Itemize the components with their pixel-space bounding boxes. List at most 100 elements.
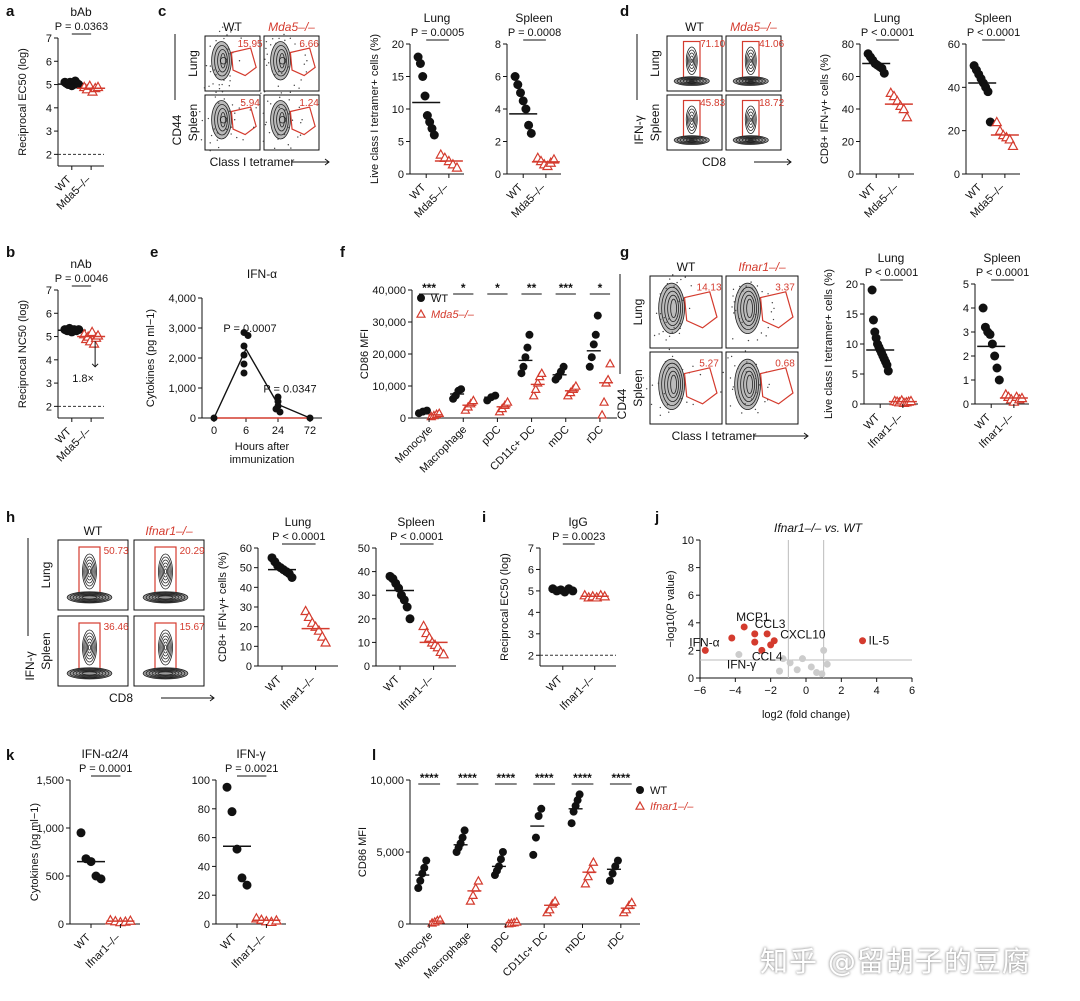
event-dot: [659, 414, 662, 417]
event-dot: [755, 377, 757, 380]
data-point: [525, 330, 534, 339]
event-dot: [271, 38, 274, 40]
x-tick-label: 4: [874, 685, 880, 697]
p-value: P = 0.0001: [79, 763, 132, 775]
data-point: [1007, 140, 1019, 151]
panel-label: g: [620, 244, 629, 261]
density-contour: [151, 669, 180, 678]
event-dot: [659, 318, 662, 321]
gate: [683, 291, 718, 329]
y-tick-label: 30: [358, 590, 370, 602]
density-contour: [78, 594, 101, 601]
significance-stars: *: [598, 281, 603, 295]
x-tick-label: −6: [694, 685, 707, 697]
significance-stars: **: [527, 281, 537, 295]
data-point: [470, 882, 481, 892]
y-tick-label: 60: [198, 833, 210, 845]
data-point: [422, 856, 431, 865]
data-point: [529, 850, 538, 859]
event-dot: [678, 375, 681, 377]
event-dot: [668, 348, 671, 351]
event-dot: [739, 285, 741, 288]
y-tick-label: 0: [190, 413, 196, 425]
data-point: [994, 375, 1004, 385]
event-dot: [262, 112, 265, 115]
event-dot: [767, 293, 769, 295]
y-tick-label: 6: [528, 564, 534, 576]
event-dot: [727, 357, 729, 359]
y-tick-label: 4: [688, 618, 694, 630]
event-dot: [748, 320, 750, 322]
x-tick-label: 2: [838, 685, 844, 697]
p-value: P < 0.0001: [865, 267, 918, 279]
density-contour: [661, 362, 683, 406]
event-dot: [288, 126, 290, 129]
y-tick-label: 40,000: [372, 285, 406, 297]
event-dot: [280, 92, 283, 94]
density-contour: [747, 52, 755, 69]
density-contour: [749, 117, 752, 122]
event-dot: [216, 132, 219, 134]
y-axis-label: CD8+ IFN-γ+ cells (%): [819, 54, 831, 164]
event-dot: [273, 147, 276, 150]
density-contour: [81, 671, 98, 676]
data-point: [222, 782, 232, 792]
data-point: [240, 351, 248, 359]
density-contour: [148, 593, 183, 602]
density-contour: [164, 568, 167, 575]
event-dot: [722, 371, 724, 374]
y-tick-label: 15: [392, 72, 404, 84]
data-point: [502, 396, 513, 406]
event-dot: [657, 382, 660, 384]
event-dot: [278, 106, 280, 108]
y-tick-label: 0: [398, 169, 404, 181]
event-dot: [692, 403, 694, 406]
event-dot: [680, 397, 682, 400]
p-value: P < 0.0001: [976, 267, 1029, 279]
data-point: [587, 353, 596, 362]
y-axis-label: Reciprocal EC50 (log): [499, 553, 511, 661]
significance-stars: *: [461, 281, 466, 295]
density-contour: [83, 632, 96, 663]
density-contour: [217, 49, 228, 73]
event-dot: [284, 109, 286, 111]
chart-title: Lung: [424, 11, 451, 25]
y-tick-label: 20,000: [372, 349, 406, 361]
event-dot: [277, 71, 280, 73]
event-dot: [754, 408, 757, 411]
y-tick-label: 20: [392, 39, 404, 51]
event-dot: [750, 398, 753, 400]
event-dot: [650, 403, 653, 406]
data-point: [798, 655, 806, 663]
y-tick-label: 5: [398, 137, 404, 149]
event-dot: [209, 45, 211, 47]
data-point: [210, 414, 218, 422]
data-point: [237, 873, 247, 883]
event-dot: [671, 331, 673, 333]
x-tick-label: rDC: [605, 930, 627, 952]
significance-stars: ***: [422, 281, 436, 295]
flow-row-label: Lung: [631, 299, 645, 326]
y-tick-label: 4: [963, 303, 969, 315]
data-point: [786, 659, 794, 667]
p-value: P = 0.0005: [411, 27, 464, 39]
event-dot: [291, 119, 294, 121]
flow-column-label: Ifnar1–/–: [145, 524, 193, 538]
arrow-head: [786, 158, 792, 166]
event-dot: [680, 278, 682, 281]
data-point: [414, 884, 423, 892]
event-dot: [768, 383, 770, 386]
event-dot: [771, 302, 774, 304]
data-point: [418, 72, 428, 81]
event-dot: [234, 112, 236, 114]
event-dot: [679, 327, 681, 330]
event-dot: [742, 290, 744, 292]
point-label: MCP1: [736, 610, 770, 624]
event-dot: [732, 288, 735, 291]
y-tick-label: 20: [948, 126, 960, 138]
event-dot: [298, 106, 301, 109]
event-dot: [229, 80, 231, 82]
event-dot: [665, 339, 667, 341]
